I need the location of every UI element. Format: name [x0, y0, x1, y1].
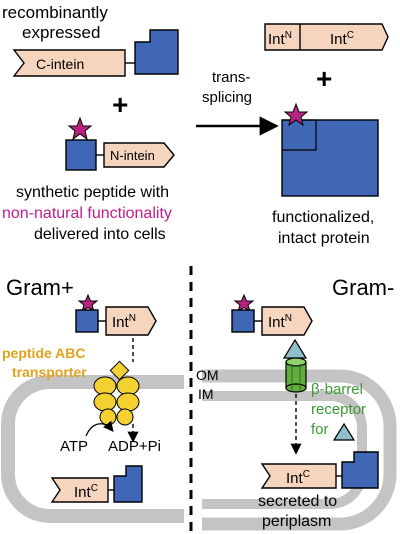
- im-label: IM: [198, 386, 214, 402]
- atp-label: ATP: [60, 438, 88, 455]
- synthetic-line2: non-natural functionality: [2, 205, 172, 222]
- functionalized-line1: functionalized,: [272, 209, 374, 226]
- triangle-icon: [332, 422, 356, 441]
- beta-barrel-receptor: [285, 357, 307, 393]
- abc-subunit: [116, 392, 140, 412]
- gram-neg-intn-construct: IntN: [231, 293, 313, 336]
- barrel-bottom: [285, 383, 307, 393]
- abc-subunit: [93, 376, 117, 396]
- intn-tag: [261, 306, 313, 336]
- synthetic-line3: delivered into cells: [34, 226, 166, 243]
- gram-pos-title: Gram+: [6, 275, 74, 300]
- outer-membrane: [202, 369, 397, 531]
- intc-tag: [50, 477, 109, 503]
- protein-body: [281, 119, 379, 197]
- abc-nbd: [99, 408, 117, 426]
- protein-block: [341, 451, 379, 489]
- gram-pos-cell-wall: [0, 375, 184, 523]
- intc-label-pos: IntC: [74, 483, 98, 501]
- c-intein-tag: [12, 49, 126, 77]
- inner-membrane: [202, 391, 367, 509]
- intein-dimer-shape: [264, 23, 389, 51]
- intn-tag: [105, 306, 157, 336]
- om-label: OM: [196, 367, 219, 383]
- abc-subunit: [93, 392, 117, 412]
- star-icon: [67, 116, 93, 141]
- intn-label-neg: IntN: [268, 313, 292, 331]
- plus-right: +: [316, 63, 332, 94]
- protein-block: [113, 465, 143, 503]
- synthetic-line1: synthetic peptide with: [16, 184, 169, 201]
- protein-block: [134, 29, 179, 75]
- functionalized-protein: [281, 102, 379, 197]
- intein-dimer: IntN IntC: [264, 23, 389, 51]
- receptor-line1: β-barrel: [311, 381, 363, 398]
- abc-transporter: [93, 360, 140, 426]
- trans-line1: trans-: [212, 69, 250, 86]
- abc-line2: transporter: [12, 364, 87, 380]
- receptor-line2: receptor: [311, 401, 366, 418]
- peptide-square: [75, 309, 99, 333]
- star-icon: [233, 293, 255, 313]
- abc-line1: peptide ABC: [2, 345, 85, 361]
- intc-tag: [260, 463, 337, 489]
- intc-label-top: IntC: [330, 30, 354, 48]
- receptor-line3: for: [311, 421, 329, 438]
- peptide-square: [65, 139, 97, 171]
- barrel-top: [285, 357, 307, 367]
- c-intein-construct: C-intein: [12, 29, 179, 77]
- c-intein-label: C-intein: [36, 56, 84, 72]
- atp-hydrolysis-arrow: [85, 420, 114, 437]
- recombinant-line1: recombinantly: [2, 3, 108, 22]
- secreted-line1: secreted to: [258, 493, 337, 510]
- abc-diamond: [109, 360, 130, 381]
- gram-neg-title: Gram-: [332, 275, 394, 300]
- secreted-line2: periplasm: [262, 513, 331, 530]
- functionalized-line2: intact protein: [278, 230, 370, 247]
- intn-label-top: IntN: [268, 30, 292, 48]
- recombinant-line2: expressed: [22, 23, 100, 42]
- gram-neg-intc-construct: IntC: [260, 451, 379, 489]
- abc-nbd: [116, 408, 134, 426]
- peptide-square: [231, 309, 255, 333]
- gram-pos-intc-construct: IntC: [50, 465, 143, 503]
- triangle-icon: [282, 338, 308, 359]
- trans-line2: splicing: [202, 89, 252, 106]
- n-intein-label: N-intein: [110, 148, 155, 163]
- intc-label-neg: IntC: [286, 469, 310, 487]
- intn-label-pos: IntN: [112, 313, 136, 331]
- abc-subunit: [116, 376, 140, 396]
- plus-left: +: [112, 89, 128, 120]
- n-intein-construct: N-intein: [65, 116, 175, 171]
- star-icon: [283, 102, 309, 127]
- adp-label: ADP+Pi: [108, 438, 161, 455]
- n-intein-tag: [103, 142, 175, 168]
- gram-pos-intn-construct: IntN: [75, 293, 157, 336]
- star-icon: [77, 293, 99, 313]
